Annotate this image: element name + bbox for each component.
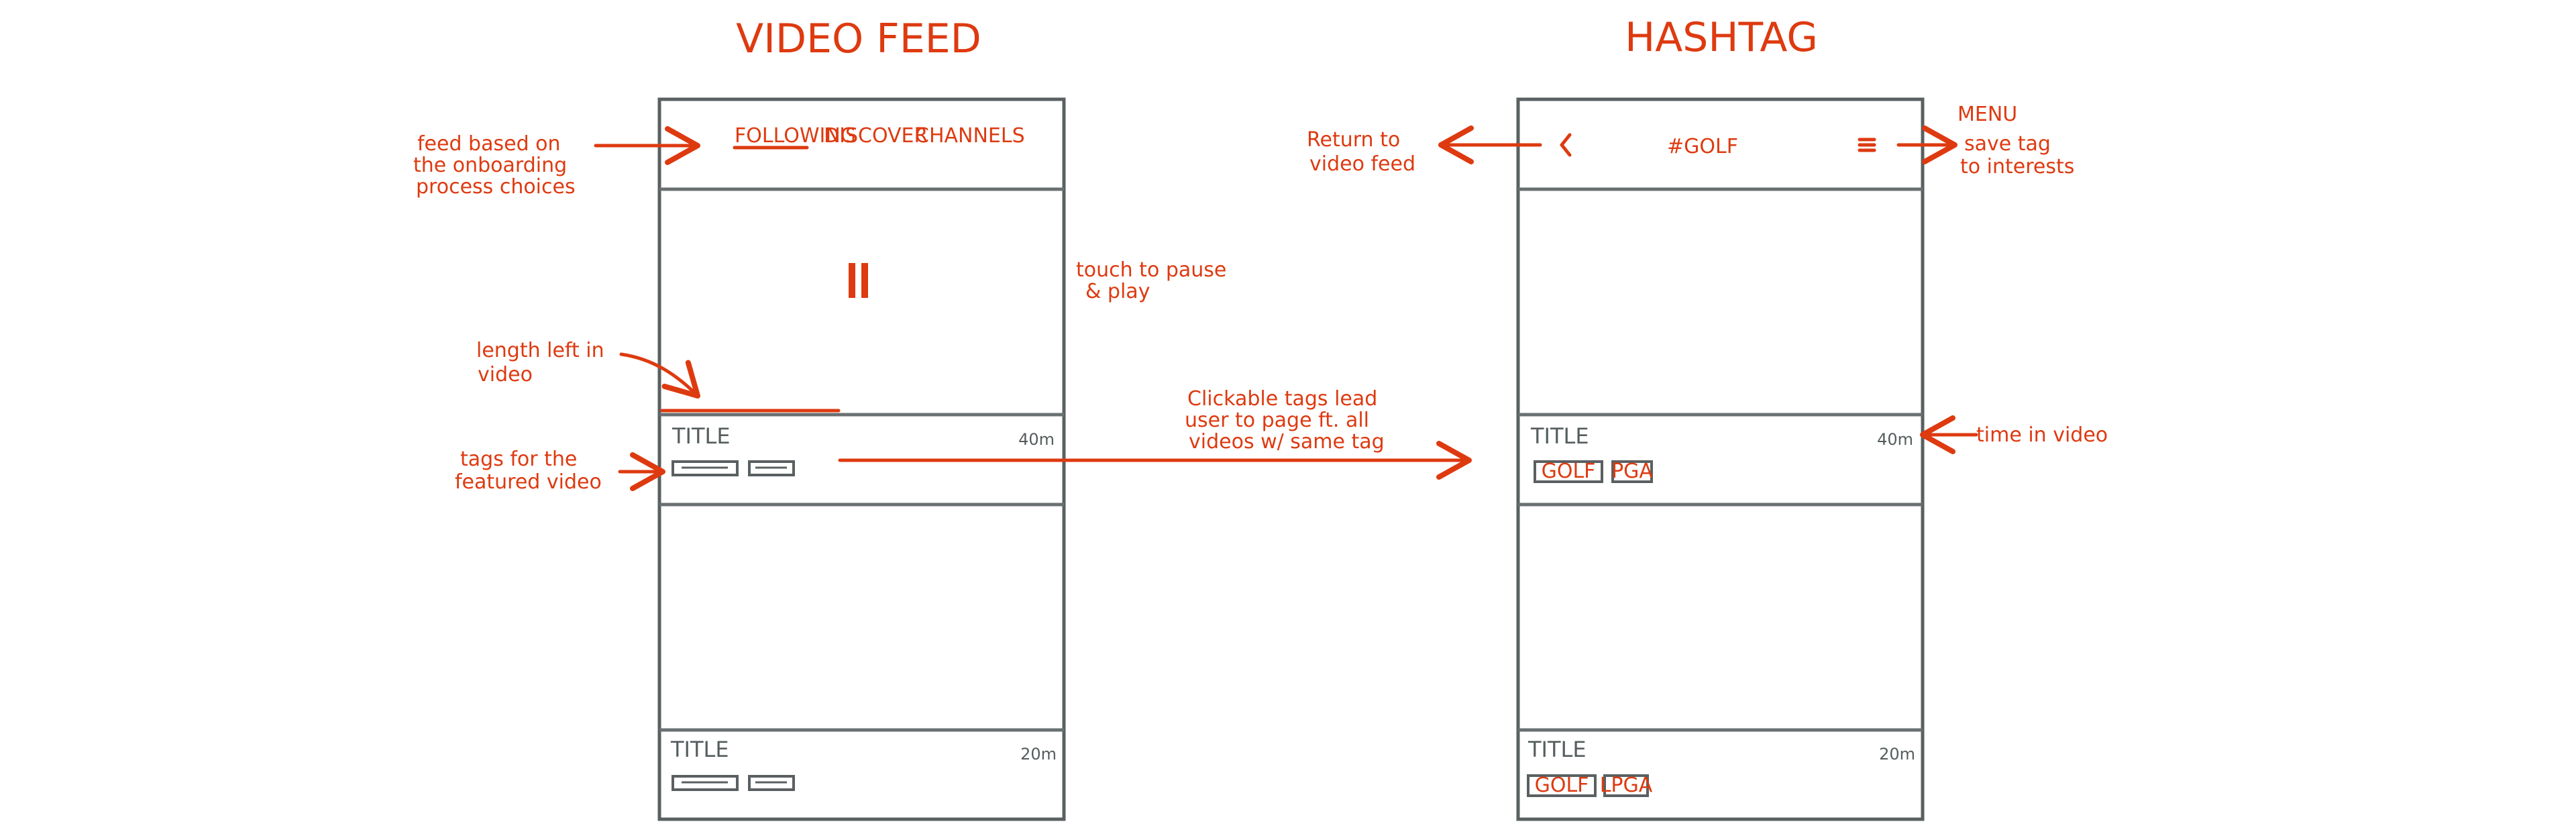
annotation-line: user to page ft. all	[1185, 409, 1369, 432]
tag-pga[interactable]	[1611, 460, 1653, 483]
video-feed-heading: VIDEO FEED	[736, 15, 981, 62]
annotation-line: touch to pause	[1076, 258, 1226, 282]
video-card-time: 40m	[1877, 430, 1913, 449]
annotation-line: video feed	[1309, 152, 1415, 176]
video-feed-phone: FOLLOWING DISCOVER CHANNELS TITLE 40m TI…	[657, 97, 1066, 821]
arrow	[619, 352, 700, 399]
annotation-line: MENU	[1957, 103, 2017, 126]
annotation-return-feed: Return to video feed	[1307, 125, 1542, 176]
hashtag-header: #GOLF	[1560, 133, 1876, 158]
tag-label: GOLF	[1542, 460, 1596, 483]
tag-label: LPGA	[1600, 774, 1653, 797]
annotation-line: the onboarding	[413, 154, 567, 177]
hashtag-phone-frame	[1516, 97, 1925, 821]
tag-golf[interactable]	[1527, 774, 1597, 797]
chevron-left-icon[interactable]	[1560, 133, 1572, 157]
video-card[interactable]: TITLE 40m	[672, 423, 1055, 476]
annotation-touch-pause: touch to pause & play	[1076, 258, 1226, 303]
annotation-line: process choices	[416, 175, 576, 199]
annotation-line: videos w/ same tag	[1189, 430, 1385, 454]
tag-lpga[interactable]	[1603, 774, 1649, 797]
video-card-title: TITLE	[670, 737, 729, 762]
hashtag-heading: HASHTAG	[1625, 14, 1818, 61]
annotation-time-in-video: time in video	[1920, 415, 2108, 454]
pause-icon[interactable]	[849, 263, 855, 298]
video-card[interactable]: TITLE 40m GOLF PGA	[1530, 423, 1913, 483]
annotation-menu: MENU save tag to interests	[1896, 103, 2074, 178]
video-feed-nav: FOLLOWING DISCOVER CHANNELS	[733, 124, 1025, 150]
tag-golf[interactable]	[1534, 460, 1603, 483]
annotation-line: Return to	[1307, 128, 1400, 152]
annotation-tags-featured: tags for the featured video	[455, 448, 665, 494]
hamburger-menu-icon[interactable]	[1858, 138, 1876, 152]
annotation-line: feed based on	[417, 132, 561, 156]
annotation-line: Clickable tags lead	[1187, 387, 1377, 411]
annotation-line: featured video	[455, 470, 602, 494]
annotation-line: tags for the	[460, 448, 577, 471]
annotation-clickable-tags: Clickable tags lead user to page ft. all…	[838, 387, 1472, 480]
annotation-length-left: length left in video	[476, 339, 700, 399]
video-card[interactable]: TITLE 20m	[670, 737, 1057, 791]
annotation-line: video	[478, 363, 533, 386]
annotation-line: & play	[1085, 280, 1150, 303]
annotation-feed-based: feed based on the onboarding process cho…	[413, 126, 700, 199]
video-card-time: 40m	[1018, 430, 1055, 449]
annotation-line: save tag	[1964, 132, 2051, 156]
annotation-line: time in video	[1976, 423, 2108, 447]
tag-label: PGA	[1611, 460, 1653, 483]
video-card-time: 20m	[1879, 745, 1915, 764]
video-card-time: 20m	[1020, 745, 1057, 764]
annotation-line: length left in	[476, 339, 604, 362]
tab-following[interactable]: FOLLOWING	[735, 124, 856, 148]
tag-label: GOLF	[1535, 774, 1589, 797]
video-card-title: TITLE	[1530, 423, 1589, 449]
tab-channels[interactable]: CHANNELS	[915, 124, 1025, 148]
pause-icon-bar	[861, 263, 868, 298]
annotation-line: to interests	[1960, 155, 2074, 178]
video-player[interactable]	[660, 263, 868, 413]
hashtag-phone: #GOLF TITLE 40m GOLF PGA TITLE 20m GOLF …	[1516, 97, 1925, 821]
video-card-title: TITLE	[1527, 737, 1587, 762]
hashtag-title: #GOLF	[1667, 135, 1738, 158]
video-card-title: TITLE	[672, 423, 731, 449]
video-card[interactable]: TITLE 20m GOLF LPGA	[1527, 737, 1915, 797]
tab-discover[interactable]: DISCOVER	[824, 124, 928, 148]
